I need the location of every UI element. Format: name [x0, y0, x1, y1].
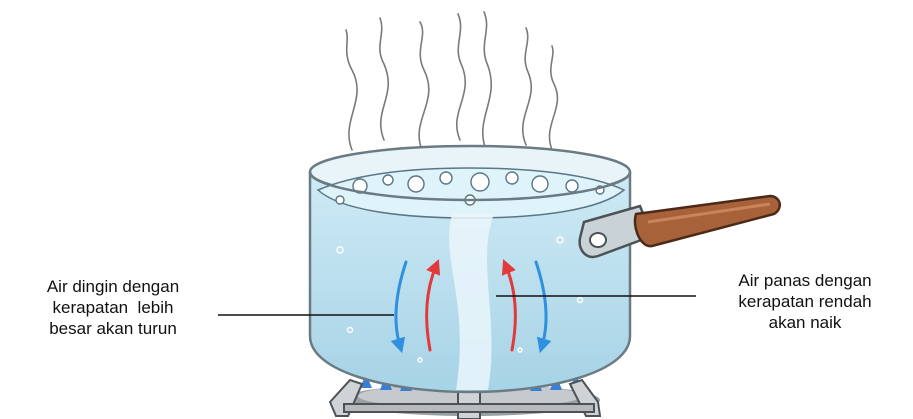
hot-water-label-line-1: Air panas dengan: [700, 270, 910, 291]
hot-water-label-line-3: akan naik: [700, 312, 910, 333]
pot-icon: [310, 146, 630, 392]
cold-water-label: Air dingin dengan kerapatan lebih besar …: [8, 276, 218, 339]
cold-water-label-line-2: kerapatan lebih: [8, 297, 218, 318]
hot-water-label: Air panas dengan kerapatan rendah akan n…: [700, 270, 910, 333]
cold-water-label-line-1: Air dingin dengan: [8, 276, 218, 297]
hot-water-label-line-2: kerapatan rendah: [700, 291, 910, 312]
cold-water-label-line-3: besar akan turun: [8, 318, 218, 339]
steam-icon: [346, 12, 557, 150]
